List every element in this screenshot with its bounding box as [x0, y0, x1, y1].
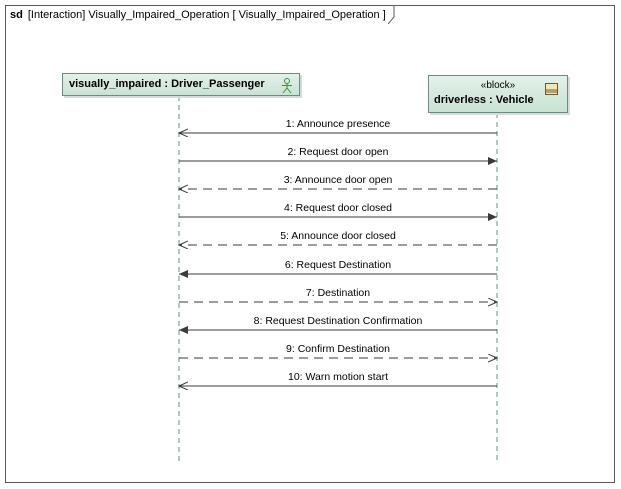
message-label: 5: Announce door closed: [280, 230, 396, 242]
message-label: 2: Request door open: [288, 146, 389, 158]
block-icon: [545, 83, 558, 95]
vehicle-lifeline-label: driverless : Vehicle: [434, 94, 534, 106]
message-label: 3: Announce door open: [284, 174, 393, 186]
frame-title-tab: sd [Interaction] Visually_Impaired_Opera…: [5, 5, 395, 24]
message-label: 4: Request door closed: [284, 202, 392, 214]
message-label: 7: Destination: [306, 287, 370, 299]
vehicle-stereotype: «block»: [480, 80, 516, 91]
lifeline-head-passenger[interactable]: visually_impaired : Driver_Passenger: [62, 73, 300, 96]
frame-tab-corner: [387, 5, 395, 24]
passenger-lifeline-label: visually_impaired : Driver_Passenger: [69, 78, 265, 90]
lifeline-head-vehicle[interactable]: «block» driverless : Vehicle: [428, 75, 568, 113]
message-label: 1: Announce presence: [286, 118, 391, 130]
frame-keyword: sd: [10, 8, 23, 21]
message-label: 10: Warn motion start: [288, 371, 388, 383]
message-label: 8: Request Destination Confirmation: [254, 315, 423, 327]
frame-title: [Interaction] Visually_Impaired_Operatio…: [27, 8, 386, 21]
message-label: 9: Confirm Destination: [286, 343, 390, 355]
message-label: 6: Request Destination: [285, 259, 391, 271]
actor-icon: [282, 78, 292, 94]
messages-group: 1: Announce presence 2: Request door open…: [179, 118, 497, 386]
